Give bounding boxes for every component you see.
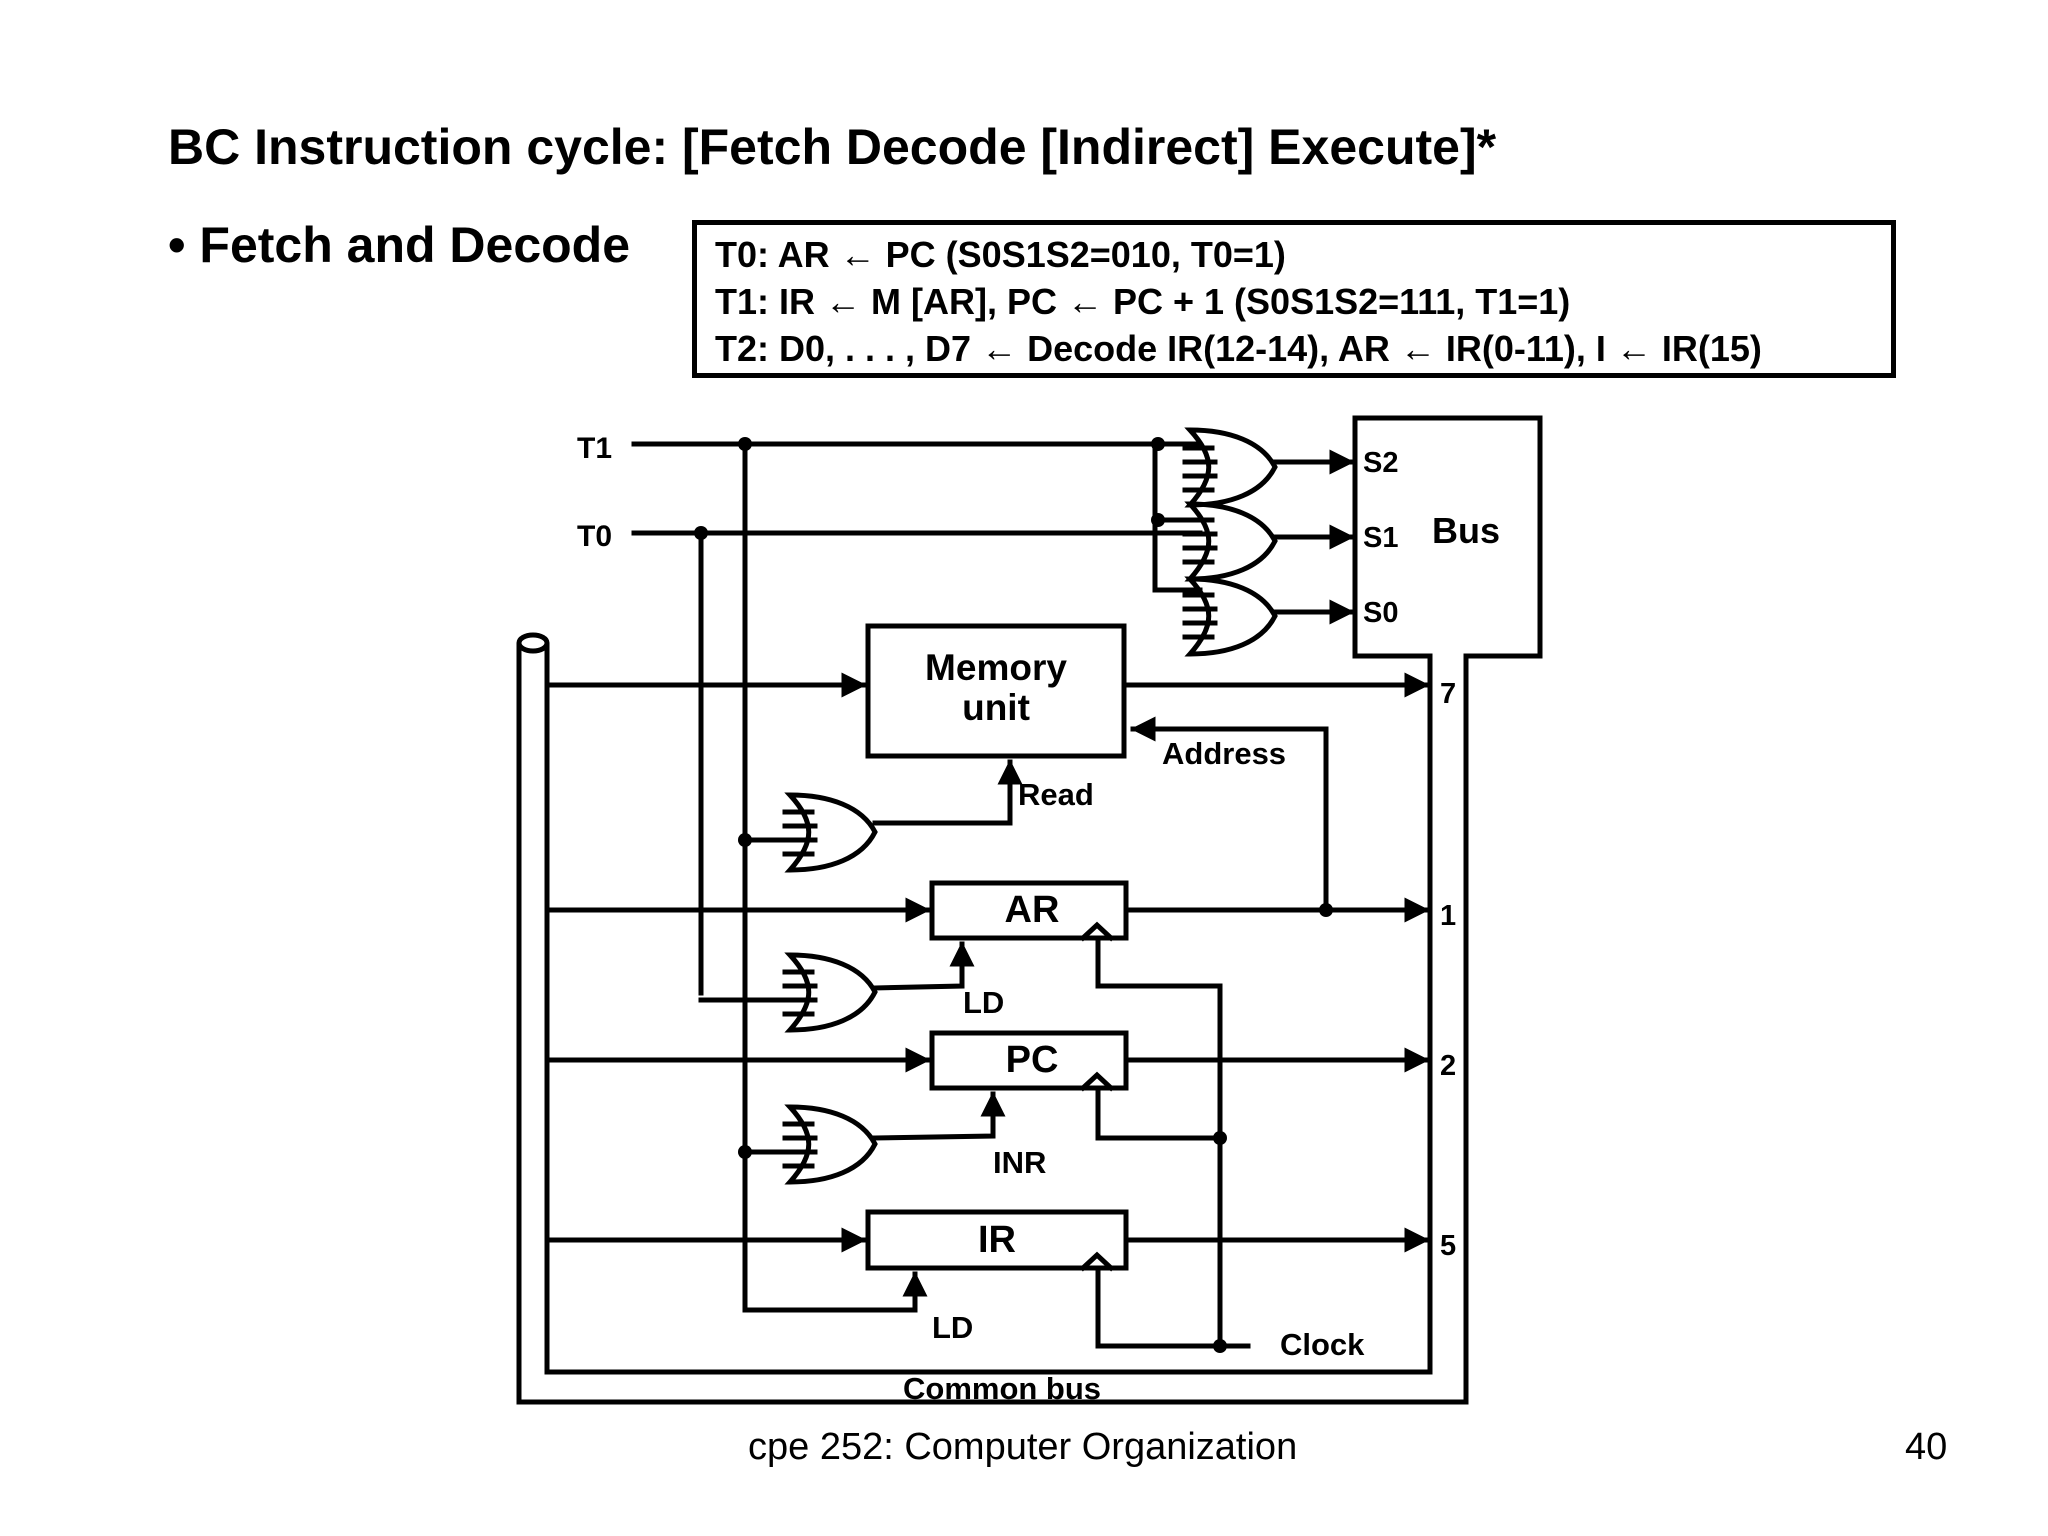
clock-label: Clock xyxy=(1280,1327,1365,1362)
common-bus-cylinder-top xyxy=(516,632,550,654)
memory-label-line2: unit xyxy=(962,687,1030,728)
or-gate-read xyxy=(742,792,878,873)
bullet-fetch-decode: • Fetch and Decode xyxy=(168,217,631,273)
ir-ld-label: LD xyxy=(932,1310,973,1345)
ar-ld-label: LD xyxy=(963,985,1004,1020)
s0-label: S0 xyxy=(1363,597,1398,629)
t0-label: T0 xyxy=(577,520,612,553)
rtl-line-t0: T0: AR ← PC (S0S1S2=010, T0=1) xyxy=(715,234,1286,275)
address-line xyxy=(1130,716,1329,913)
ar-label: AR xyxy=(1005,889,1060,931)
pc-register xyxy=(929,1030,1129,1091)
pc-label: PC xyxy=(1006,1039,1059,1081)
s2-label: S2 xyxy=(1363,447,1398,479)
rtl-box: T0: AR ← PC (S0S1S2=010, T0=1) T1: IR ← … xyxy=(692,220,1896,378)
common-bus-label: Common bus xyxy=(903,1371,1101,1406)
clock-line xyxy=(1095,937,1251,1349)
memory-label-line1: Memory xyxy=(925,647,1067,688)
slide-title: BC Instruction cycle: [Fetch Decode [Ind… xyxy=(168,119,1497,175)
rtl-line-t2: T2: D0, . . . , D7 ← Decode IR(12-14), A… xyxy=(715,328,1762,369)
bus-number-ir: 5 xyxy=(1440,1230,1456,1262)
ir-label: IR xyxy=(978,1219,1016,1261)
s1-label: S1 xyxy=(1363,522,1398,554)
common-bus xyxy=(516,642,1469,1405)
bus-number-memory: 7 xyxy=(1440,678,1456,710)
or-gate-s0 xyxy=(1182,576,1278,657)
bus-number-pc: 2 xyxy=(1440,1050,1456,1082)
or-gate-ar-ld xyxy=(698,952,878,1033)
or-gate-s1 xyxy=(1182,501,1278,582)
page-number: 40 xyxy=(1905,1426,1948,1468)
read-label: Read xyxy=(1018,777,1094,812)
address-label: Address xyxy=(1162,736,1286,771)
pc-inr-label: INR xyxy=(993,1145,1046,1180)
t1-label: T1 xyxy=(577,432,612,465)
bus-number-ar: 1 xyxy=(1440,900,1456,932)
ir-register xyxy=(865,1209,1129,1271)
footer-course: cpe 252: Computer Organization xyxy=(748,1426,1298,1468)
ar-register xyxy=(929,880,1129,941)
or-gate-s2 xyxy=(1182,427,1278,508)
bus-label: Bus xyxy=(1432,510,1500,551)
rtl-line-t1: T1: IR ← M [AR], PC ← PC + 1 (S0S1S2=111… xyxy=(715,281,1571,322)
bus-block xyxy=(1352,415,1543,1405)
or-gate-pc-inr xyxy=(742,1104,878,1185)
memory-unit xyxy=(865,623,1127,759)
